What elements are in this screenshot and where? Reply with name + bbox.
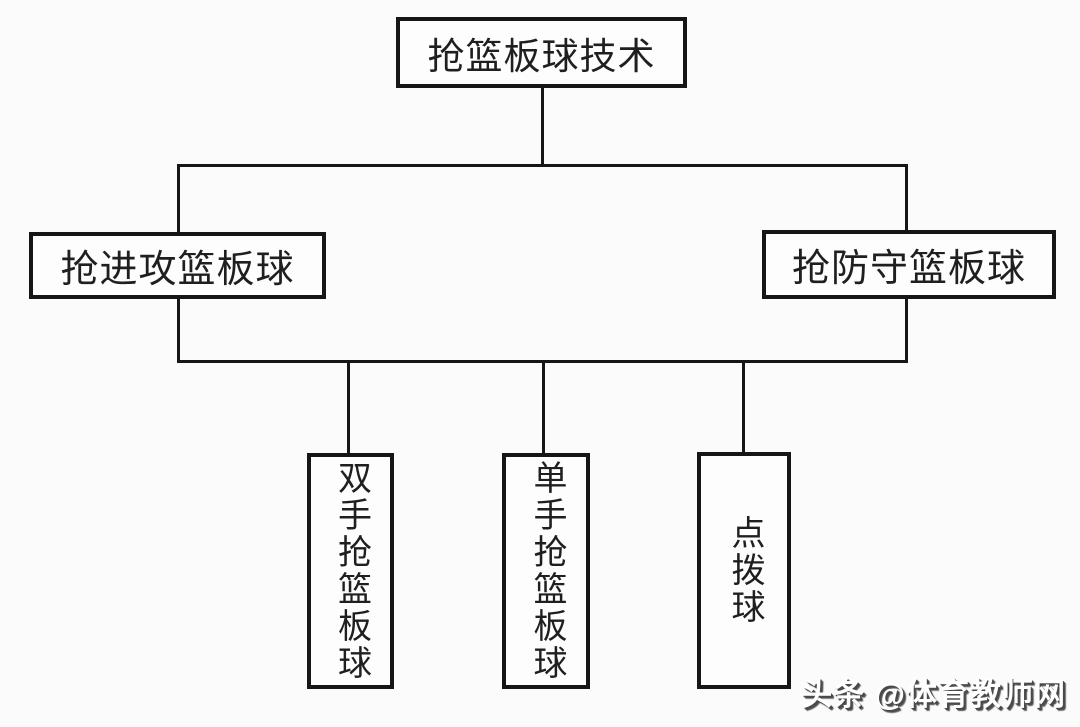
node-tip-ball-label: 点拨球 — [726, 515, 763, 626]
node-offensive-rebound: 抢进攻篮板球 — [29, 232, 326, 299]
node-rebounding-technique: 抢篮板球技术 — [396, 17, 687, 88]
watermark-toutiao: 头条 @体育教师网 — [801, 677, 1066, 712]
connector-frame-to-one-hand — [542, 361, 545, 455]
node-two-hand-rebound-label: 双手抢篮板球 — [332, 460, 370, 682]
node-one-hand-rebound: 单手抢篮板球 — [502, 453, 590, 689]
node-defensive-rebound: 抢防守篮板球 — [762, 230, 1056, 299]
node-one-hand-rebound-label: 单手抢篮板球 — [528, 460, 565, 682]
node-tip-ball: 点拨球 — [697, 452, 791, 689]
node-offensive-rebound-label: 抢进攻篮板球 — [60, 249, 295, 291]
connector-root-to-frame — [541, 86, 544, 166]
node-defensive-rebound-label: 抢防守篮板球 — [791, 248, 1026, 290]
node-two-hand-rebound: 双手抢篮板球 — [307, 453, 394, 689]
node-rebounding-technique-label: 抢篮板球技术 — [427, 36, 656, 78]
connector-frame-to-tip-ball — [742, 361, 745, 455]
connector-frame-to-two-hand — [347, 361, 350, 455]
